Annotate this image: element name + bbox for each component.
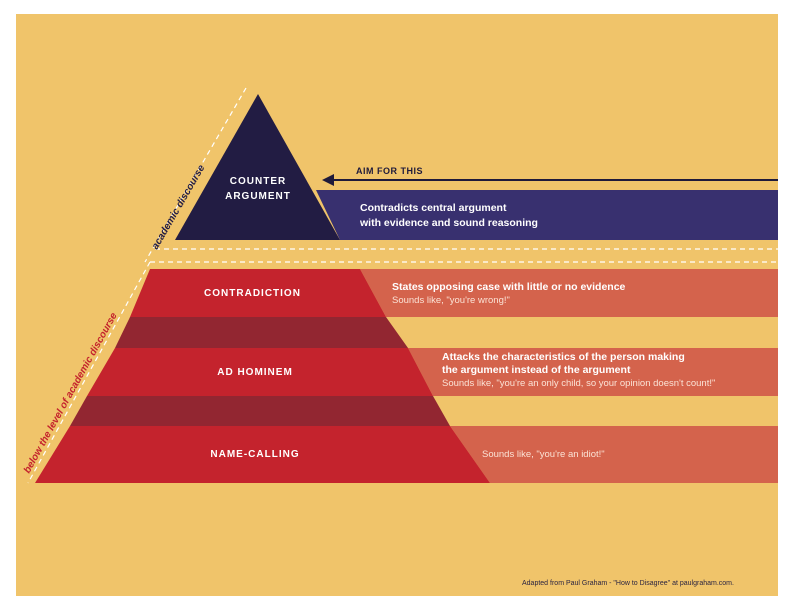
namecalling-band (450, 426, 778, 483)
academic-diagonal-line (144, 87, 247, 263)
adhominem-sounds-like: Sounds like, "you're an only child, so y… (442, 378, 716, 389)
namecalling-sounds-like: Sounds like, "you're an idiot!" (482, 449, 605, 460)
adhominem-label: AD HOMINEM (217, 367, 293, 378)
counter-argument-band (316, 190, 778, 240)
below-diagonal-line (27, 261, 151, 484)
contradiction-desc-line1: States opposing case with little or no e… (392, 281, 626, 293)
adhominem-tier (87, 348, 433, 396)
aim-for-this-label: AIM FOR THIS (356, 166, 423, 176)
counter-argument-triangle (175, 94, 340, 240)
contradiction-tier (130, 269, 386, 317)
namecalling-label: NAME-CALLING (210, 449, 300, 460)
contradiction-description: States opposing case with little or no e… (392, 281, 625, 307)
contradiction-sounds-like: Sounds like, "you're wrong!" (392, 295, 510, 306)
source-credit: Adapted from Paul Graham - "How to Disag… (522, 580, 734, 587)
contradiction-label: CONTRADICTION (204, 288, 301, 299)
counter-argument-desc-line2: with evidence and sound reasoning (360, 217, 538, 229)
connector-contradiction-adhominem (115, 317, 408, 348)
counter-argument-label: COUNTER ARGUMENT (208, 174, 308, 204)
counter-argument-desc-line1: Contradicts central argument (360, 202, 507, 214)
contradiction-band (360, 269, 778, 317)
counter-argument-label-line1: COUNTER (229, 176, 287, 187)
adhominem-description: Attacks the characteristics of the perso… (442, 351, 715, 390)
aim-arrow-head (322, 174, 334, 186)
connector-adhominem-namecalling (70, 396, 450, 426)
adhominem-band (408, 348, 778, 396)
namecalling-tier (35, 426, 490, 483)
counter-argument-label-line2: ARGUMENT (225, 191, 291, 202)
counter-argument-description: Contradicts central argument with eviden… (360, 201, 538, 231)
adhominem-desc-line1: Attacks the characteristics of the perso… (442, 351, 685, 363)
adhominem-desc-line2: the argument instead of the argument (442, 364, 631, 376)
